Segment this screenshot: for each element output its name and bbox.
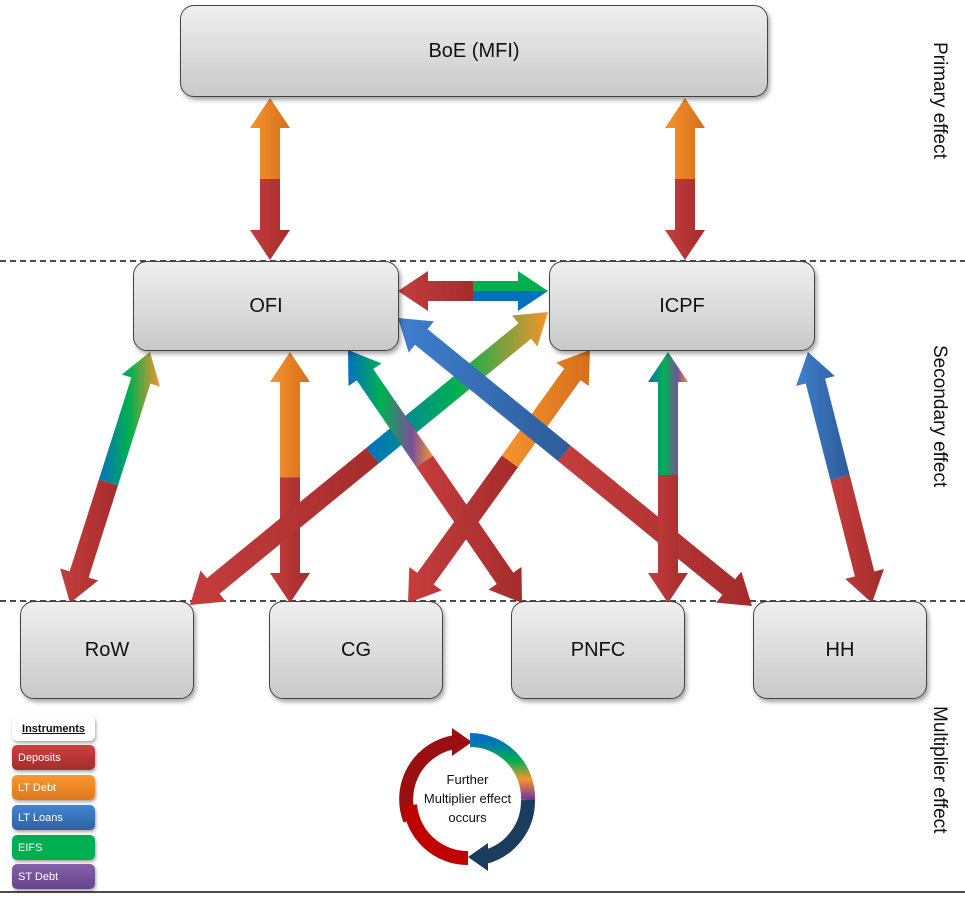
- label-secondary-effect: Secondary effect: [929, 345, 950, 488]
- arrow-boe-ofi-segment-a: [250, 98, 290, 179]
- arrow-boe-icpf-segment-b: [665, 179, 705, 260]
- cycle-arrowhead-top: [452, 728, 472, 756]
- arrow-ofi-hh-segment-b: [558, 445, 752, 606]
- arrow-row-ofi-segment-b: [60, 479, 118, 603]
- arrow-ofi-cg-segment-a: [270, 352, 310, 478]
- arrow-icpf-pnfc: [648, 352, 688, 603]
- node-ofi: OFI: [133, 261, 399, 351]
- cycle-text-line1: Further: [446, 772, 489, 787]
- legend-lt-loans: LT Loans: [12, 805, 95, 830]
- cycle-text-line3: occurs: [448, 810, 487, 825]
- arrow-icpf-pnfc-segment-a: [648, 352, 688, 475]
- cycle-arrowhead-bottom: [468, 843, 488, 871]
- legend-lt-debt: LT Debt: [12, 775, 95, 800]
- cycle-arc-rainbow: [469, 733, 536, 801]
- arrow-icpf-cg-segment-b: [408, 455, 519, 603]
- arrow-boe-icpf-segment-a: [665, 98, 705, 179]
- multiplier-cycle-icon: [399, 728, 536, 871]
- node-hh: HH: [753, 601, 927, 699]
- arrow-icpf-cg-segment-a: [501, 350, 590, 468]
- label-multiplier-effect: Multiplier effect: [929, 706, 950, 834]
- arrow-ofi-icpf-segment-b: [473, 271, 548, 311]
- cycle-arc-navy: [482, 799, 536, 864]
- legend-deposits: Deposits: [12, 745, 95, 770]
- node-boe: BoE (MFI): [180, 5, 768, 97]
- arrow-icpf-hh-segment-a: [796, 352, 850, 480]
- arrow-icpf-hh-segment-b: [830, 475, 884, 603]
- arrow-ofi-cg: [270, 352, 310, 603]
- arrow-ofi-pnfc-segment-a: [348, 350, 433, 467]
- arrow-ofi-icpf: [398, 271, 548, 311]
- arrow-boe-ofi: [250, 98, 290, 260]
- arrow-ofi-hh: [398, 318, 752, 606]
- cycle-text-line2: Multiplier effect: [423, 791, 512, 806]
- arrow-ofi-icpf-segment-a: [398, 271, 473, 311]
- node-pnfc: PNFC: [511, 601, 685, 699]
- label-primary-effect: Primary effect: [929, 42, 950, 159]
- arrow-boe-icpf: [665, 98, 705, 260]
- legend-st-debt: ST Debt: [12, 864, 95, 889]
- arrow-icpf-cg: [408, 350, 590, 603]
- arrow-icpf-pnfc-segment-b: [648, 474, 688, 603]
- arrow-ofi-hh-segment-a: [398, 318, 571, 462]
- arrow-icpf-hh: [796, 352, 884, 603]
- arrow-row-ofi: [60, 352, 160, 603]
- arrow-row-ofi-segment-a: [98, 352, 160, 486]
- arrow-boe-ofi-segment-b: [250, 179, 290, 260]
- node-icpf: ICPF: [549, 261, 815, 351]
- cycle-arc-red: [403, 804, 469, 866]
- multiplier-cycle-text: Further Multiplier effect occurs: [405, 770, 530, 827]
- node-row: RoW: [20, 601, 194, 699]
- legend-eifs: EIFS: [12, 835, 95, 860]
- legend-title: Instruments: [12, 716, 95, 741]
- arrow-icpf-row-segment-b: [190, 447, 379, 605]
- node-cg: CG: [269, 601, 443, 699]
